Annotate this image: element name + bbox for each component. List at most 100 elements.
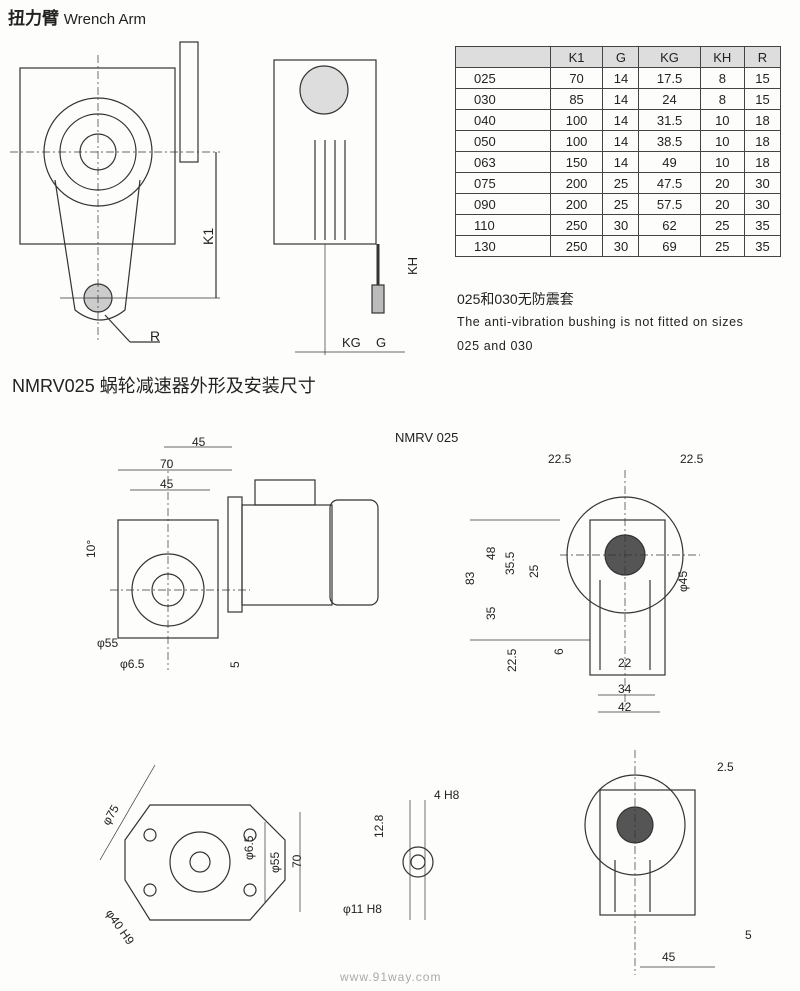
table-cell: 10: [699, 130, 745, 152]
r-label: R: [150, 328, 161, 344]
table-cell: 35: [743, 235, 782, 257]
table-cell: 25: [699, 214, 745, 236]
table-cell: 62: [638, 214, 701, 236]
flange-view: [99, 764, 301, 921]
dim-phi45: φ45: [676, 570, 690, 592]
wrench-arm-title: 扭力臂 Wrench Arm: [8, 9, 146, 28]
dim-35: 35: [484, 606, 498, 620]
table-cell: 063: [455, 151, 551, 173]
dim-42: 42: [618, 700, 632, 714]
model-label: NMRV 025: [395, 430, 459, 445]
table-cell: 49: [638, 151, 701, 173]
k1-label: K1: [200, 227, 216, 245]
table-cell: 050: [455, 130, 551, 152]
wrench-arm-side-view: [273, 59, 405, 355]
table-cell: 100: [549, 109, 604, 131]
table-cell: 10: [699, 109, 745, 131]
table-cell: 15: [743, 67, 782, 89]
g-label: G: [376, 335, 387, 350]
table-cell: 30: [743, 193, 782, 215]
table-header: [455, 46, 551, 68]
dim-22-5-left: 22.5: [548, 452, 572, 466]
kg-label: KG: [342, 335, 361, 350]
table-cell: 30: [743, 172, 782, 194]
gearbox-side-view: [470, 470, 700, 713]
dim-10deg: 10°: [84, 539, 98, 558]
dim-83: 83: [463, 571, 477, 585]
watermark: www.91way.com: [340, 970, 442, 984]
table-cell: 15: [743, 88, 782, 110]
table-cell: 18: [743, 130, 782, 152]
table-cell: 14: [602, 151, 640, 173]
table-header: R: [743, 46, 782, 68]
dim-phi6-5-flange: φ6.5: [242, 835, 256, 860]
gearbox-front-view: [110, 446, 379, 670]
table-cell: 14: [602, 130, 640, 152]
table-cell: 17.5: [638, 67, 701, 89]
table-cell: 8: [699, 67, 745, 89]
wrench-arm-front-view: [10, 41, 220, 343]
dim-22: 22: [618, 656, 632, 670]
table-cell: 57.5: [638, 193, 701, 215]
dim-48: 48: [484, 546, 498, 560]
dim-22-5-bottom: 22.5: [505, 648, 519, 672]
table-cell: 130: [455, 235, 551, 257]
table-cell: 30: [602, 235, 640, 257]
table-cell: 20: [699, 193, 745, 215]
shaft-bore-view: [402, 800, 434, 920]
table-cell: 030: [455, 88, 551, 110]
table-cell: 110: [455, 214, 551, 236]
dim-12-8: 12.8: [372, 814, 386, 838]
dim-34: 34: [618, 682, 632, 696]
table-cell: 090: [455, 193, 551, 215]
dim-70: 70: [160, 457, 174, 471]
table-cell: 25: [699, 235, 745, 257]
table-cell: 150: [549, 151, 604, 173]
table-cell: 10: [699, 151, 745, 173]
dim-key-4h8: 4 H8: [434, 788, 460, 802]
table-header: KH: [699, 46, 745, 68]
section-title: NMRV025 蜗轮减速器外形及安装尺寸: [12, 376, 316, 396]
table-cell: 24: [638, 88, 701, 110]
table-cell: 25: [602, 193, 640, 215]
table-cell: 85: [549, 88, 604, 110]
dim-35-5: 35.5: [503, 551, 517, 575]
note-en-line1: The anti-vibration bushing is not fitted…: [457, 315, 744, 329]
table-cell: 70: [549, 67, 604, 89]
table-cell: 25: [602, 172, 640, 194]
table-cell: 040: [455, 109, 551, 131]
dim-phi55: φ55: [97, 636, 119, 650]
table-cell: 8: [699, 88, 745, 110]
table-cell: 69: [638, 235, 701, 257]
table-cell: 18: [743, 109, 782, 131]
table-header: G: [602, 46, 640, 68]
dim-45-top: 45: [192, 435, 206, 449]
dim-70-flange: 70: [290, 854, 304, 868]
table-cell: 18: [743, 151, 782, 173]
dim-5-back: 5: [745, 928, 752, 942]
dim-22-5-right: 22.5: [680, 452, 704, 466]
kh-label: KH: [405, 256, 420, 275]
table-cell: 14: [602, 109, 640, 131]
dim-bore-phi11h8: φ11 H8: [343, 902, 382, 916]
dim-2-5: 2.5: [717, 760, 734, 774]
gearbox-back-view: [584, 750, 715, 975]
table-header: KG: [638, 46, 701, 68]
note-cn: 025和030无防震套: [457, 291, 574, 307]
table-cell: 20: [699, 172, 745, 194]
table-cell: 14: [602, 88, 640, 110]
note-en-line2: 025 and 030: [457, 339, 534, 353]
table-cell: 025: [455, 67, 551, 89]
dim-6: 6: [552, 648, 566, 655]
dim-45: 45: [160, 477, 174, 491]
dim-45-back: 45: [662, 950, 676, 964]
